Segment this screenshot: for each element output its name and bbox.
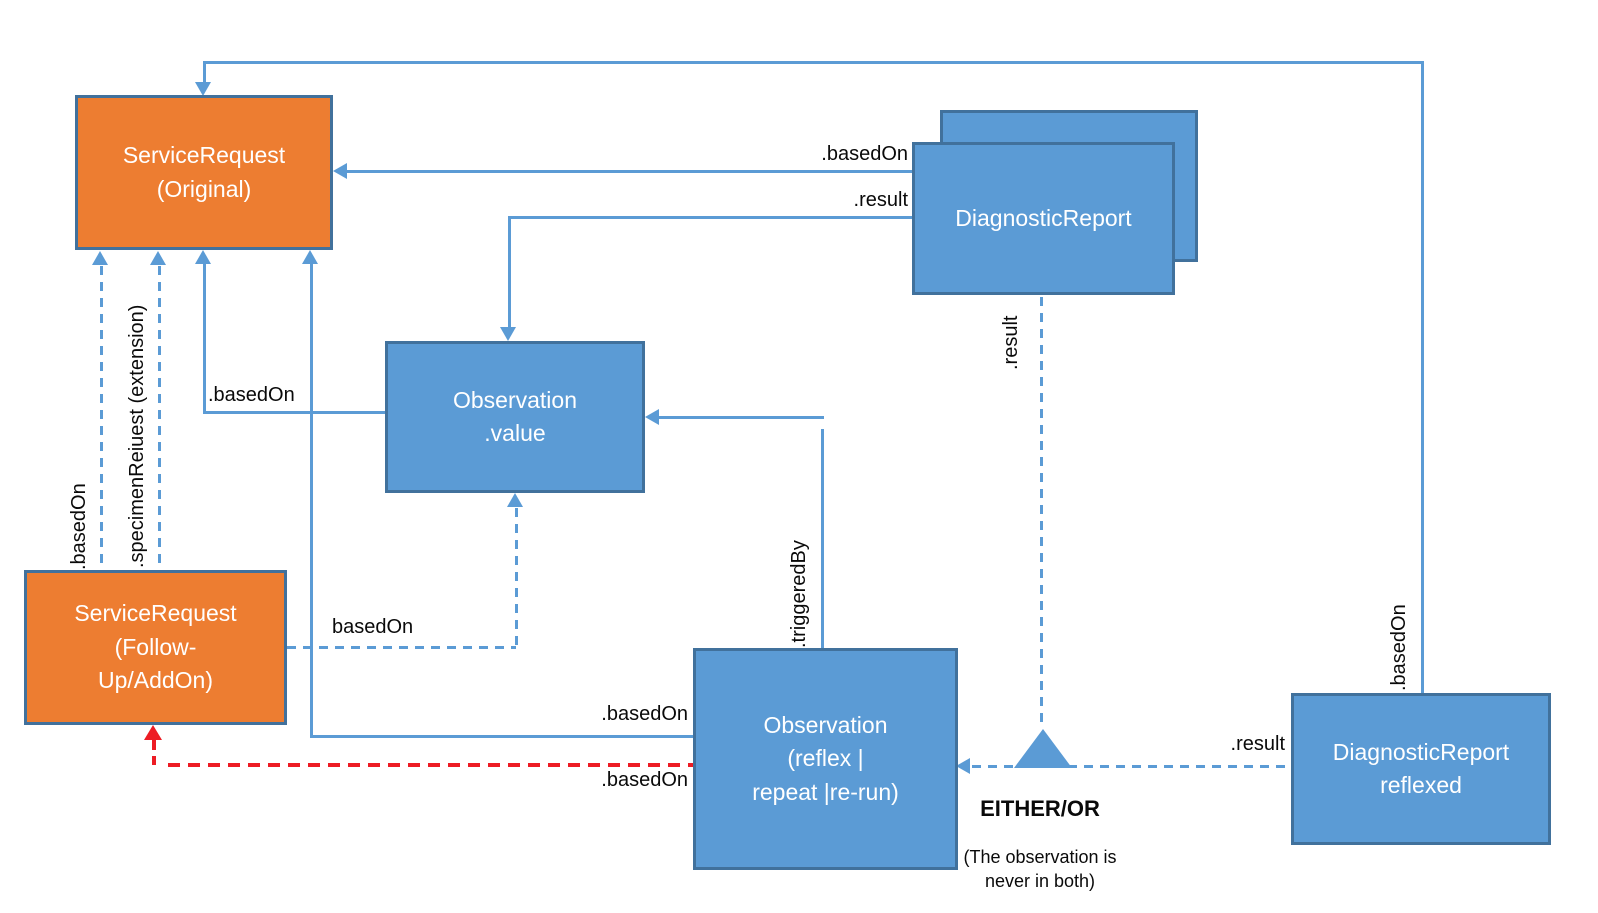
diagnosticreport-reflexed-label: DiagnosticReport reflexed (1332, 738, 1510, 798)
either-or-note: (The observation is never in both) (963, 847, 1117, 892)
label-specimen-request-extension: .specimenReiuest (extension) (126, 304, 148, 568)
edge-followup-obsvalue-arrowhead (507, 493, 523, 507)
label-reflex-basedon-red: .basedOn (601, 769, 688, 791)
diagnosticreport-box: DiagnosticReport (912, 142, 1175, 295)
label-triggeredby: .triggeredBy (788, 540, 810, 648)
edge-triggeredby-arrowhead (645, 409, 659, 425)
edge-reflex-followup-red-hdash (168, 763, 693, 767)
label-dr-result-vertical: .result (1000, 315, 1022, 370)
edge-dr-result-vdash (1040, 297, 1043, 729)
edge-reflex-basedon-hline (311, 735, 693, 738)
edge-specimen-arrowhead (150, 251, 166, 265)
label-reflex-basedon-solid: .basedOn (601, 703, 688, 725)
edge-reflex-basedon-vline (310, 264, 313, 738)
edge-followup-basedon-vdash (100, 266, 103, 570)
label-reflexed-result: .result (1230, 733, 1285, 755)
edge-specimen-vdash (158, 266, 161, 570)
label-dr-basedon: .basedOn (821, 143, 908, 165)
servicerequest-followup-label: ServiceRequest (Follow- Up/AddOn) (74, 600, 237, 694)
edge-reflexed-basedon-drop-vline (203, 61, 206, 85)
edge-followup-basedon-arrowhead (92, 251, 108, 265)
label-followup-basedon-vertical: .basedOn (68, 483, 90, 570)
edge-dr-result-arrowhead (500, 327, 516, 341)
servicerequest-original-label: ServiceRequest (Original) (122, 142, 286, 202)
edge-obsvalue-basedon-vline (203, 264, 206, 414)
edge-reflexed-result-hdash (972, 765, 1291, 768)
observation-value-box: Observation .value (385, 341, 645, 493)
edge-dr-result-vline (508, 216, 511, 329)
servicerequest-followup-box: ServiceRequest (Follow- Up/AddOn) (24, 570, 287, 725)
edge-dr-basedon-hline (345, 170, 912, 173)
edge-triggeredby-hline (658, 416, 824, 419)
label-reflexed-basedon-vertical: .basedOn (1388, 604, 1410, 691)
edge-followup-obsvalue-hdash (287, 646, 516, 649)
edge-reflex-basedon-arrowhead (302, 250, 318, 264)
label-obsvalue-basedon: .basedOn (208, 384, 295, 406)
servicerequest-original-box: ServiceRequest (Original) (75, 95, 333, 250)
either-or-title: EITHER/OR (980, 796, 1100, 821)
edge-reflex-followup-red-vdash (152, 740, 156, 765)
observation-reflex-label: Observation (reflex | repeat |re-run) (752, 711, 899, 805)
edge-obsvalue-basedon-hline (204, 411, 385, 414)
either-or-annotation: EITHER/OR (The observation is never in b… (925, 773, 1155, 913)
label-followup-basedon-dashed: basedOn (332, 616, 414, 638)
observation-reflex-box: Observation (reflex | repeat |re-run) (693, 648, 958, 870)
edge-followup-obsvalue-vdash (515, 508, 518, 648)
edge-obsvalue-basedon-arrowhead (195, 250, 211, 264)
diagnosticreport-label: DiagnosticReport (955, 204, 1132, 231)
edge-reflex-followup-red-arrowhead (144, 725, 162, 740)
edge-dr-basedon-arrowhead (333, 163, 347, 179)
edge-reflexed-result-arrowhead (956, 758, 970, 774)
edge-dr-result-hline (509, 216, 912, 219)
either-or-triangle-icon (1014, 729, 1072, 768)
observation-value-label: Observation .value (452, 386, 577, 446)
diagnosticreport-reflexed-box: DiagnosticReport reflexed (1291, 693, 1551, 845)
edge-reflexed-basedon-arrowhead (195, 82, 211, 96)
edge-reflexed-basedon-top-hline (204, 61, 1424, 64)
label-dr-result: .result (853, 189, 908, 211)
edge-reflexed-basedon-top-vline (1421, 61, 1424, 693)
edge-triggeredby-vline (821, 429, 824, 648)
